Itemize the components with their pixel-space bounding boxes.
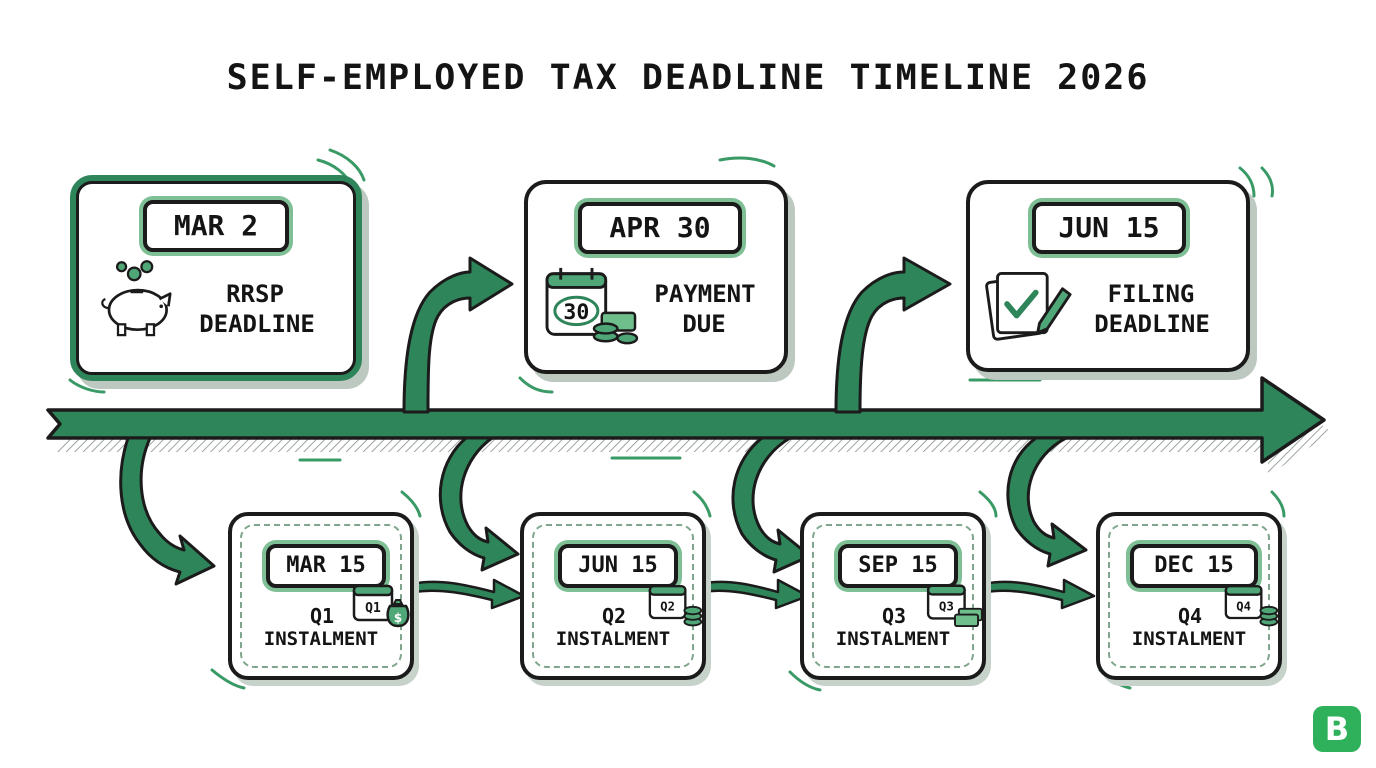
connector-q3-q4 <box>982 578 1096 610</box>
event-card-rrsp: MAR 2 RRSP DEADLINE <box>70 175 362 381</box>
svg-text:Q1: Q1 <box>365 601 381 616</box>
svg-text:Q4: Q4 <box>1236 600 1251 614</box>
instalment-label-line1: Q2 <box>601 604 627 628</box>
document-pen-icon <box>985 272 1072 341</box>
event-date: JUN 15 <box>1032 202 1186 254</box>
instalment-label-line1: Q4 <box>1177 604 1203 628</box>
instalment-label-line2: INSTALMENT <box>1131 628 1247 650</box>
instalment-date: DEC 15 <box>1130 544 1258 588</box>
instalment-card-q2: JUN 15 Q2 Q2 INSTALMENT <box>520 512 706 680</box>
svg-text:Q2: Q2 <box>660 600 675 614</box>
branch-arrow-jun15-filing <box>834 256 952 414</box>
event-label-line2: DEADLINE <box>1094 310 1210 338</box>
card-inner-border <box>240 524 402 668</box>
svg-text:Q3: Q3 <box>939 599 954 614</box>
event-date: MAR 2 <box>143 200 289 252</box>
event-card-filing-deadline: JUN 15 FILING DEADLINE <box>966 180 1250 372</box>
connector-q1-q2 <box>410 578 526 610</box>
calendar-coins-icon: Q4 <box>1224 585 1279 627</box>
diagram-title: SELF-EMPLOYED TAX DEADLINE TIMELINE 2026 <box>226 58 1150 98</box>
piggy-bank-icon <box>101 260 172 337</box>
event-date: APR 30 <box>578 202 742 254</box>
event-label-line2: DUE <box>682 310 726 338</box>
instalment-date: MAR 15 <box>266 544 386 588</box>
event-label-line1: FILING <box>1107 280 1195 308</box>
instalment-label-line2: INSTALMENT <box>835 628 951 650</box>
calendar-cash-icon: 30 <box>545 267 639 345</box>
card-inner-border <box>532 524 694 668</box>
main-timeline-arrow <box>46 376 1326 464</box>
calendar-moneybag-icon: Q1 $ <box>352 584 410 628</box>
branch-arrow-q4 <box>1006 436 1088 568</box>
event-card-payment-due: APR 30 30 PAYMENT DUE <box>524 180 788 374</box>
event-label-line1: RRSP <box>226 280 284 308</box>
svg-text:$: $ <box>394 611 402 625</box>
instalment-date: JUN 15 <box>558 544 678 588</box>
branch-arrow-q3 <box>731 436 812 574</box>
instalment-date: SEP 15 <box>838 544 958 588</box>
instalment-label-line1: Q3 <box>881 604 907 628</box>
branch-arrow-apr30 <box>402 256 514 414</box>
sketch-strokes <box>68 148 1286 692</box>
instalment-label-line2: INSTALMENT <box>555 628 671 650</box>
event-label-line2: DEADLINE <box>199 310 315 338</box>
calendar-day-text: 30 <box>563 300 589 325</box>
instalment-card-q3: SEP 15 Q3 Q3 INSTALMENT <box>800 512 986 680</box>
branch-arrow-q2 <box>438 436 520 572</box>
calendar-coins-icon: Q2 <box>648 585 703 627</box>
connector-q2-q3 <box>698 578 810 610</box>
brand-logo-icon: B <box>1313 706 1361 752</box>
instalment-card-q4: DEC 15 Q4 Q4 INSTALMENT <box>1096 512 1282 680</box>
instalment-label-line1: Q1 <box>309 604 335 628</box>
card-inner-border <box>1108 524 1270 668</box>
branch-arrow-q1 <box>119 436 216 586</box>
instalment-label-line2: INSTALMENT <box>263 628 379 650</box>
card-inner-border <box>812 524 974 668</box>
calendar-bills-icon: Q3 <box>926 584 983 628</box>
instalment-card-q1: MAR 15 Q1 $ Q1 INSTALMENT <box>228 512 414 680</box>
event-label-line1: PAYMENT <box>654 280 756 308</box>
